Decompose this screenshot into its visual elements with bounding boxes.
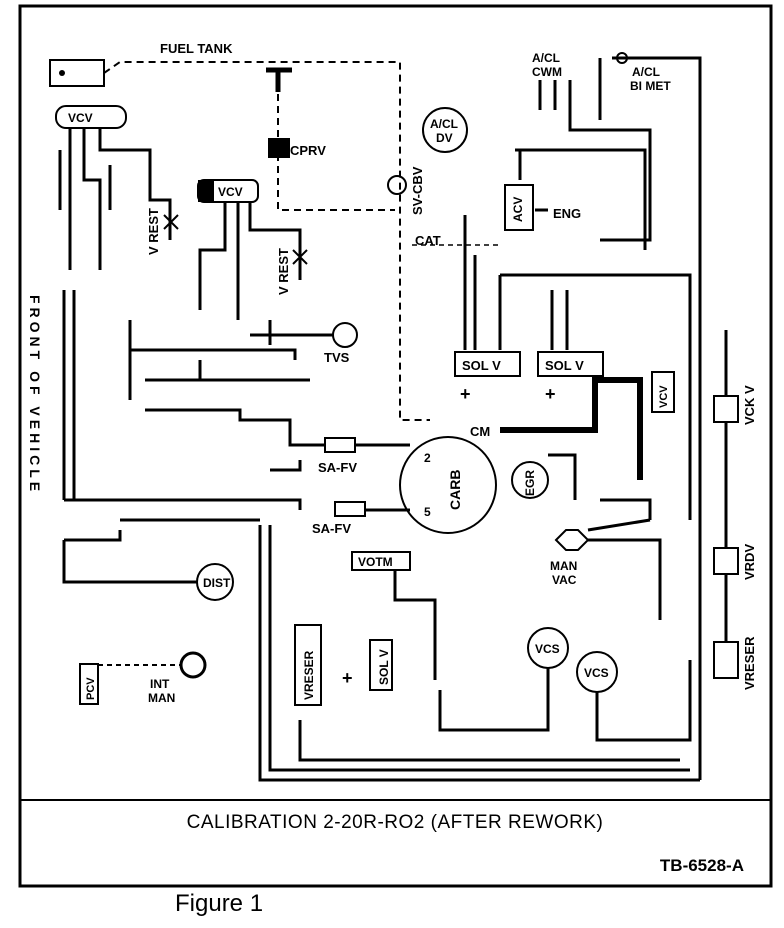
man-vac-hex bbox=[554, 529, 590, 551]
sol-v-2-label: SOL V bbox=[545, 358, 584, 373]
sa-fv-1-body bbox=[324, 437, 356, 453]
acv-hoses bbox=[463, 148, 647, 350]
vrdv-label: VRDV bbox=[742, 544, 757, 580]
acl-dv-label-1: A/CL bbox=[430, 117, 458, 131]
sv-cbv-label: SV-CBV bbox=[410, 166, 425, 215]
vcv-left-hoses bbox=[58, 128, 172, 270]
sol-v-1-label: SOL V bbox=[462, 358, 501, 373]
front-left-hoses bbox=[62, 290, 302, 510]
sa-fv-2-label: SA-FV bbox=[312, 521, 351, 536]
thick-hose bbox=[500, 377, 643, 480]
egr-circle bbox=[511, 461, 549, 499]
v-rest-mid-valve bbox=[292, 249, 308, 265]
vreser-right-body bbox=[713, 641, 739, 679]
vreser-right-label: VRESER bbox=[742, 636, 757, 690]
votm-label: VOTM bbox=[358, 555, 393, 569]
fuel-tank-box bbox=[49, 59, 105, 87]
vrdv-body bbox=[713, 547, 739, 575]
sol-v-hoses bbox=[498, 273, 692, 520]
v-rest-left-valve bbox=[163, 214, 179, 230]
sol-v-3-box bbox=[369, 639, 393, 691]
pcv-label: PCV bbox=[85, 677, 97, 700]
vcv-right-body bbox=[651, 371, 675, 413]
egr-hoses bbox=[548, 453, 652, 520]
cm-label: CM bbox=[470, 424, 490, 439]
egr-label: EGR bbox=[523, 470, 537, 496]
front-of-vehicle-label: FRONT OF VEHICLE bbox=[27, 295, 43, 495]
acl-bimet-label-1: A/CL bbox=[632, 65, 660, 79]
votm-body bbox=[351, 551, 411, 571]
sa-fv-hoses bbox=[145, 408, 410, 512]
vreser-left-label: VRESER bbox=[302, 650, 316, 700]
man-vac-label-2: VAC bbox=[552, 573, 577, 587]
sa-fv-2-body bbox=[334, 501, 366, 517]
v-rest-mid-label: V REST bbox=[276, 248, 291, 295]
acl-cwm-label-1: A/CL bbox=[532, 51, 560, 65]
sol-v-3-label: SOL V bbox=[377, 649, 391, 685]
vcv-mid-label: VCV bbox=[218, 185, 243, 199]
vcv-top-left-label: VCV bbox=[68, 111, 93, 125]
dist-hoses bbox=[62, 530, 197, 584]
vcv-mid-hoses bbox=[198, 202, 302, 320]
acl-dv-label-2: DV bbox=[436, 131, 453, 145]
eng-label: ENG bbox=[553, 206, 581, 221]
acv-body bbox=[504, 184, 534, 231]
sol-v-2-plus: + bbox=[545, 384, 556, 404]
bottom-loop-hoses bbox=[120, 518, 700, 782]
man-vac-hoses bbox=[587, 518, 662, 620]
cat-label: CAT bbox=[415, 233, 441, 248]
v-rest-left-label: V REST bbox=[146, 208, 161, 255]
sol-v-1-box bbox=[454, 351, 521, 377]
carb-circle bbox=[399, 436, 497, 534]
man-vac-label-1: MAN bbox=[550, 559, 577, 573]
dist-label: DIST bbox=[203, 576, 231, 590]
sa-fv-1-label: SA-FV bbox=[318, 460, 357, 475]
vcs-1-label: VCS bbox=[535, 642, 560, 656]
diagram-frame bbox=[19, 5, 772, 801]
cprv-label: CPRV bbox=[290, 143, 326, 158]
pcv-body bbox=[79, 663, 99, 705]
vck-v-body bbox=[713, 395, 739, 423]
votm-hoses bbox=[393, 570, 437, 680]
acl-cwm-label-2: CWM bbox=[532, 65, 562, 79]
tvs-label: TVS bbox=[324, 350, 350, 365]
acl-bimet-label-2: BI MET bbox=[630, 79, 671, 93]
reference-code: TB-6528-A bbox=[659, 856, 744, 875]
figure-label: Figure 1 bbox=[175, 890, 264, 917]
cprv-tee bbox=[266, 67, 292, 92]
carb-port-2: 2 bbox=[424, 451, 431, 465]
acl-cwm-hoses bbox=[538, 56, 702, 330]
tvs-sensor bbox=[332, 322, 358, 348]
vcs-2-label: VCS bbox=[584, 666, 609, 680]
int-man-label-1: INT bbox=[150, 677, 170, 691]
tvs-hoses bbox=[128, 320, 333, 400]
vck-v-label: VCK V bbox=[742, 385, 757, 425]
sv-cbv-valve bbox=[387, 175, 407, 195]
sol-v-2-box bbox=[537, 351, 604, 377]
sol-v-3-plus: + bbox=[342, 668, 353, 688]
int-man-port bbox=[179, 651, 207, 679]
sol-v-1-plus: + bbox=[460, 384, 471, 404]
int-man-label-2: MAN bbox=[148, 691, 175, 705]
acv-label: ACV bbox=[511, 197, 525, 222]
vcv-right-label: VCV bbox=[658, 385, 670, 408]
fuel-tank-port bbox=[59, 70, 65, 76]
vcv-top-left-body bbox=[55, 105, 127, 129]
vreser-left-body bbox=[294, 624, 322, 706]
vcv-mid-cap bbox=[198, 180, 214, 202]
acl-dv-diaphragm bbox=[422, 107, 468, 153]
carb-port-5: 5 bbox=[424, 505, 431, 519]
right-column-hoses bbox=[698, 330, 728, 780]
fuel-tank-dashed-line bbox=[103, 61, 430, 421]
cprv-dashed-line bbox=[277, 70, 395, 211]
cprv-body bbox=[268, 138, 290, 158]
diagram-caption: CALIBRATION 2-20R-RO2 (AFTER REWORK) bbox=[186, 812, 604, 833]
fuel-tank-label: FUEL TANK bbox=[160, 41, 233, 56]
vcs-hoses bbox=[438, 660, 692, 742]
carb-label: CARB bbox=[447, 470, 463, 510]
